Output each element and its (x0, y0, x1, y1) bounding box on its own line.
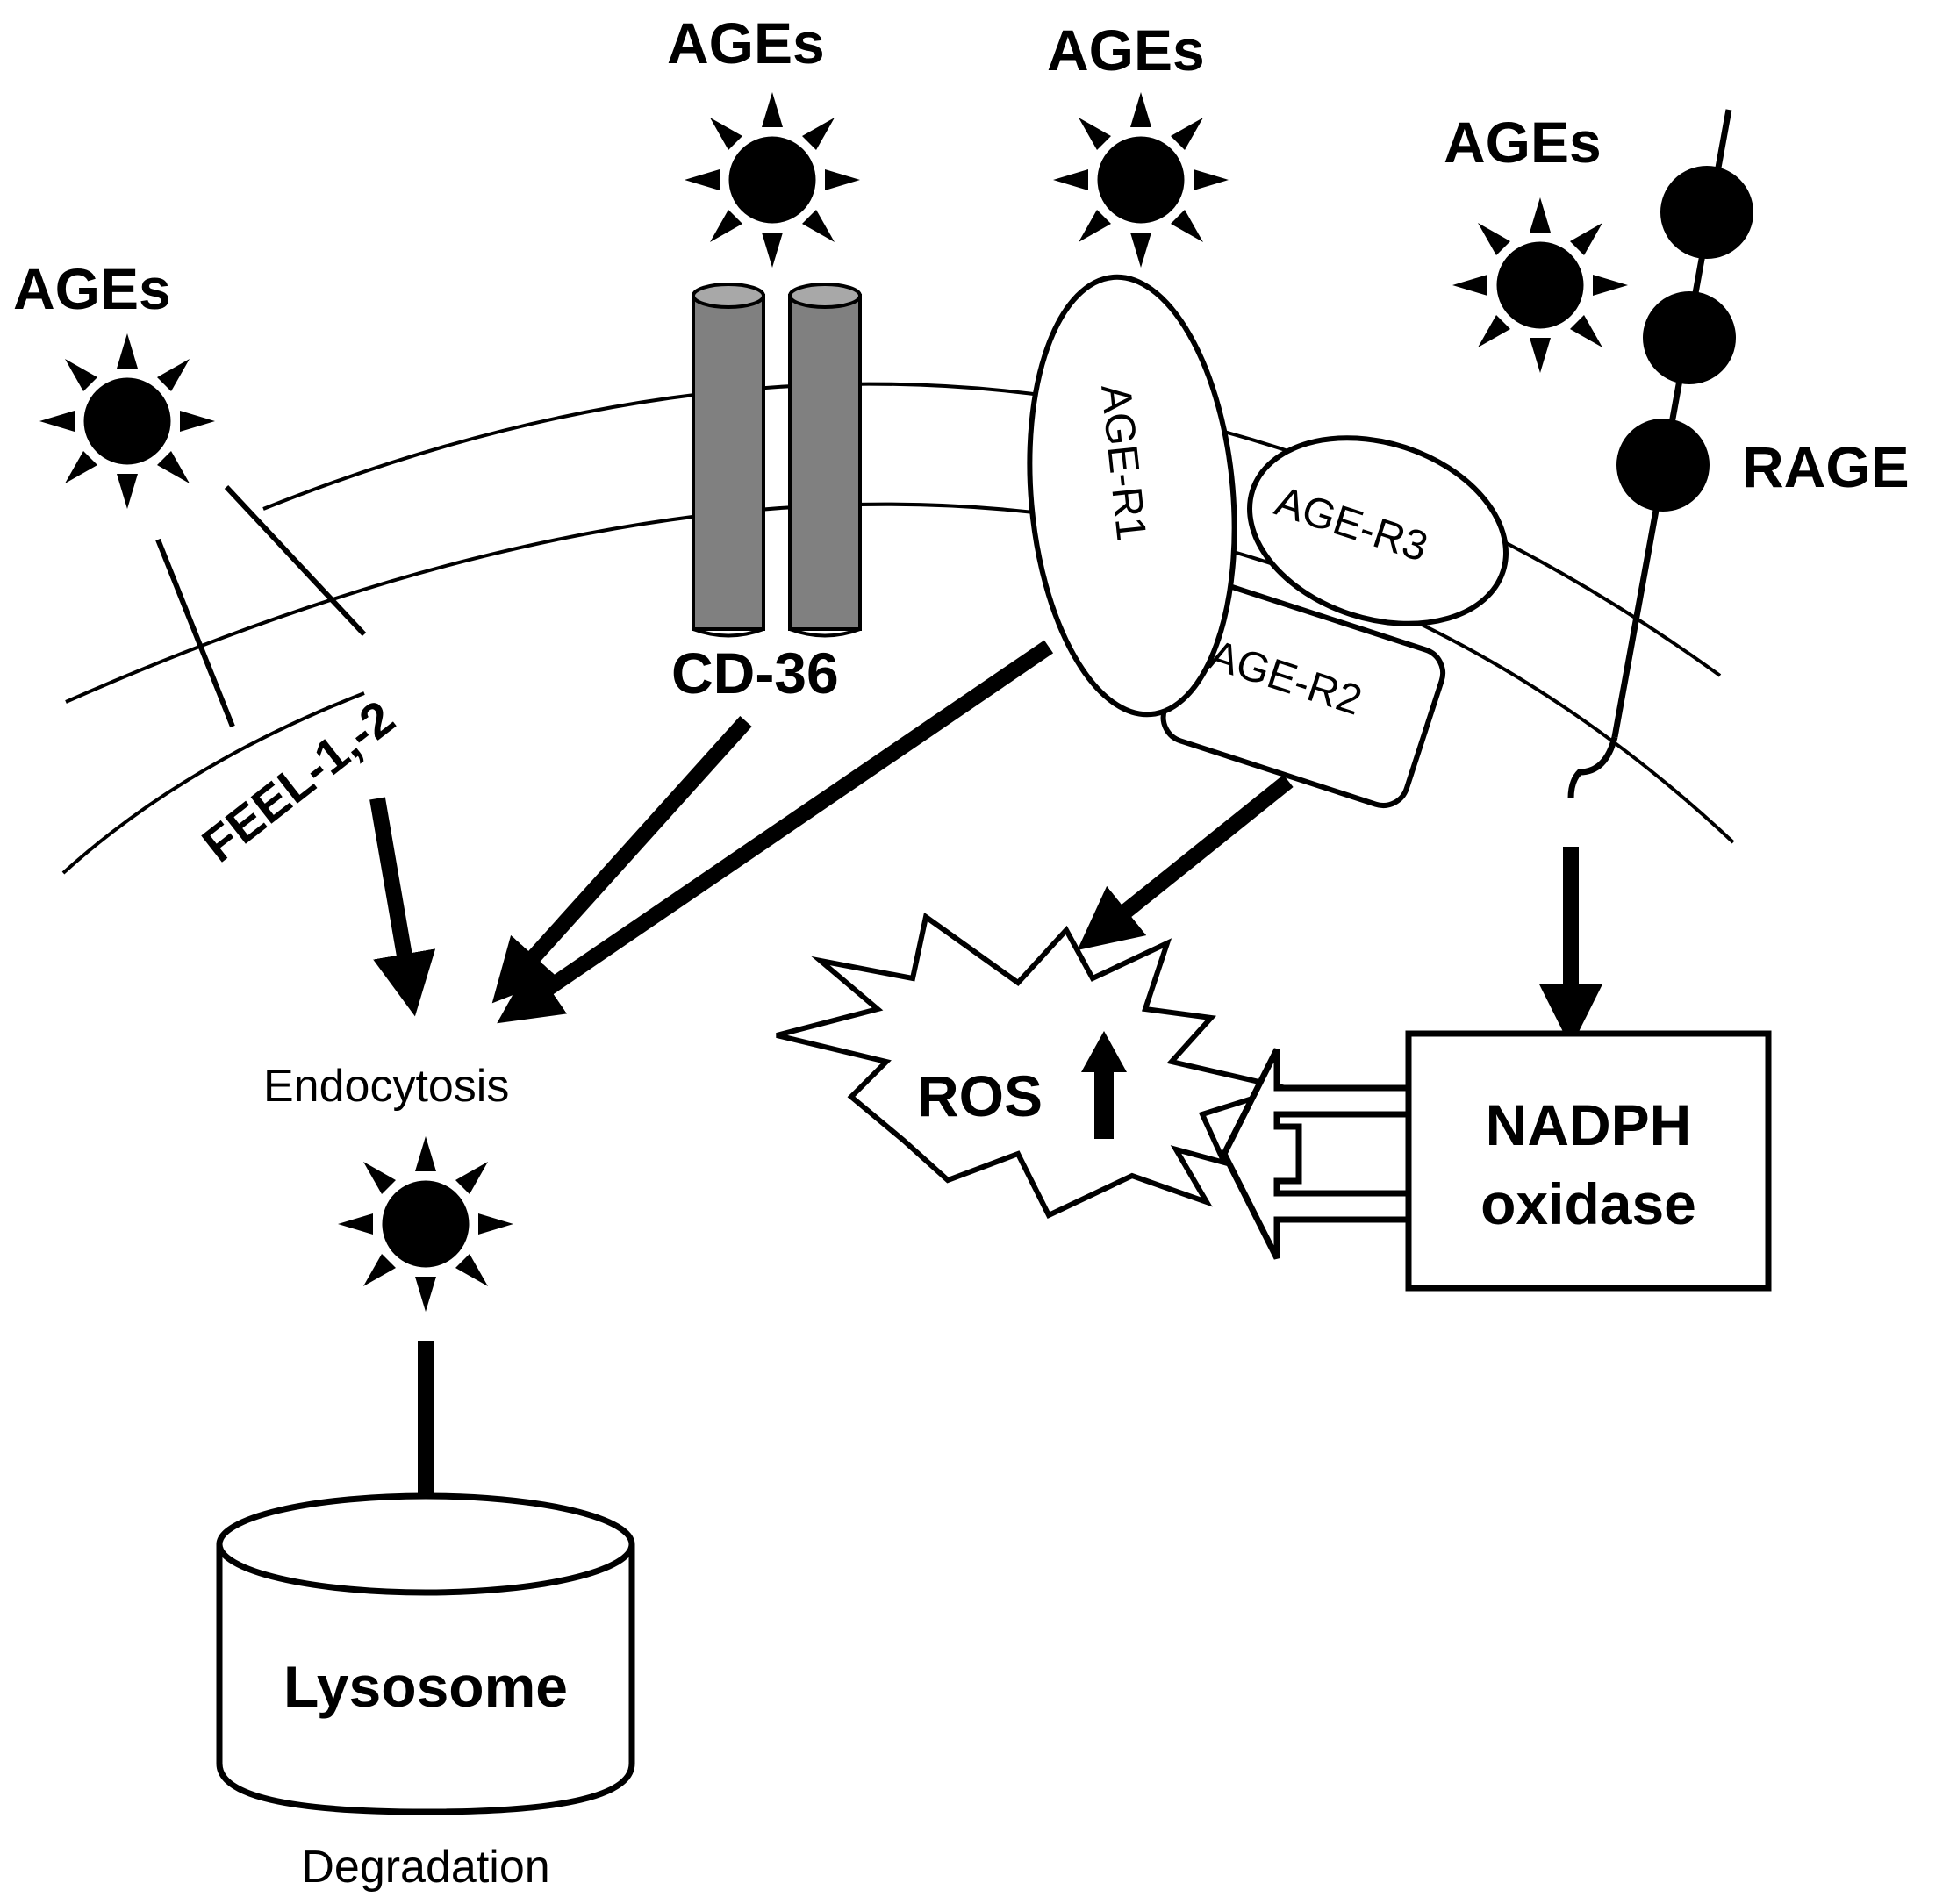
rage-label: RAGE (1742, 434, 1910, 499)
ages-label-4: AGEs (1444, 110, 1602, 175)
age-star-icon (1452, 197, 1628, 373)
lysosome-cylinder (216, 1492, 635, 1815)
ages-label-1: AGEs (13, 256, 171, 321)
ros-burst (776, 912, 1296, 1219)
feel-label: FEEL-1,-2 (192, 690, 405, 873)
arrow-cd36-endocytosis (491, 715, 752, 1004)
arrow-feel-endocytosis (369, 797, 436, 1017)
degradation-label: Degradation (301, 1842, 549, 1893)
age-r3-receptor (1247, 435, 1509, 626)
ros-label: ROS (917, 1063, 1043, 1128)
membrane-inner (65, 502, 1735, 844)
feel-receptor (61, 484, 367, 875)
ages-label-2: AGEs (667, 11, 825, 75)
endocytosis-label: Endocytosis (263, 1061, 509, 1112)
age-star-icon (1053, 92, 1229, 268)
age-r1-receptor (1027, 274, 1237, 718)
age-star-icon (685, 92, 860, 268)
cd36-receptor (692, 283, 862, 638)
rage-receptor (1567, 109, 1753, 799)
ages-label-3: AGEs (1047, 18, 1205, 82)
nadph-oxidase-box (1405, 1030, 1772, 1292)
age-star-icon (338, 1136, 513, 1312)
arrow-ager2-ros (1077, 774, 1294, 951)
arrow-ager1-endocytosis (497, 640, 1054, 1024)
membrane-outer (262, 382, 1722, 677)
hollow-arrow-icon (1221, 1048, 1412, 1260)
nadph-label-line1: NADPH (1486, 1092, 1692, 1157)
nadph-label-line2: oxidase (1480, 1171, 1696, 1236)
up-arrow-icon (1081, 1031, 1127, 1139)
age-star-icon (39, 333, 215, 509)
lysosome-label: Lysosome (283, 1654, 568, 1719)
cd36-label: CD-36 (671, 641, 839, 705)
